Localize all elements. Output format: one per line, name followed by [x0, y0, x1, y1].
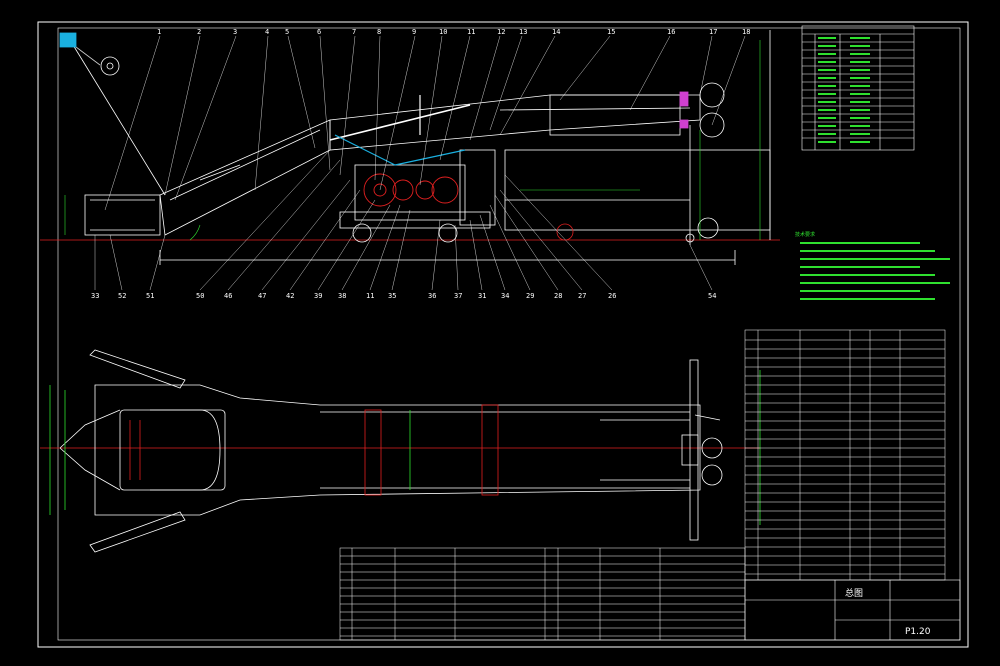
callout-bottom: 50 [196, 292, 204, 300]
dimension-lines [64, 40, 761, 241]
callout-bottom: 47 [258, 292, 266, 300]
callout-top: 5 [285, 28, 289, 36]
technical-notes: 技术要求 [795, 231, 950, 300]
parts-list-bottom [339, 547, 746, 641]
callout-top: 7 [352, 28, 356, 36]
callout-top: 4 [265, 28, 269, 36]
callout-top: 16 [667, 28, 675, 36]
callouts-bottom: 33 52 51 50 46 47 42 39 38 11 35 36 37 31 34 29 28 27 26 54 [91, 292, 716, 300]
tech-notes-heading: 技术要求 [795, 231, 815, 238]
callout-bottom: 39 [314, 292, 322, 300]
callout-bottom: 37 [454, 292, 462, 300]
callout-bottom: 26 [608, 292, 616, 300]
callout-top: 18 [742, 28, 750, 36]
callout-bottom: 27 [578, 292, 586, 300]
side-elevation [59, 30, 771, 265]
parts-list-right [744, 329, 946, 581]
callout-top: 9 [412, 28, 416, 36]
plan-view [49, 349, 761, 553]
callout-bottom: 52 [118, 292, 126, 300]
callout-top: 10 [439, 28, 447, 36]
callout-top: 15 [607, 28, 615, 36]
callout-bottom: 33 [91, 292, 99, 300]
callout-bottom: 31 [478, 292, 486, 300]
title-block [744, 579, 961, 641]
callout-top: 14 [552, 28, 560, 36]
callout-bottom: 11 [366, 292, 374, 300]
callout-bottom: 35 [388, 292, 396, 300]
hoist-link [334, 134, 466, 166]
gear-train [363, 173, 459, 207]
callout-bottom: 38 [338, 292, 346, 300]
callout-bottom: 51 [146, 292, 154, 300]
spec-table [801, 25, 915, 151]
outer-frame [37, 21, 969, 648]
callout-bottom: 46 [224, 292, 232, 300]
callout-top: 11 [467, 28, 475, 36]
callout-bottom: 34 [501, 292, 509, 300]
callout-top: 1 [157, 28, 161, 36]
callout-top: 17 [709, 28, 717, 36]
plan-red-marks [129, 404, 499, 496]
leader-lines-top [104, 35, 746, 211]
callout-top: 2 [197, 28, 201, 36]
callout-top: 8 [377, 28, 381, 36]
spec-table-text [818, 37, 870, 143]
drawing-name: 总图 [845, 587, 863, 599]
callout-bottom: 29 [526, 292, 534, 300]
callout-bottom: 36 [428, 292, 436, 300]
callout-bottom: 28 [554, 292, 562, 300]
callout-bottom: 54 [708, 292, 716, 300]
callout-top: 12 [497, 28, 505, 36]
callout-top: 6 [317, 28, 321, 36]
callout-bottom: 42 [286, 292, 294, 300]
callout-top: 13 [519, 28, 527, 36]
callout-top: 3 [233, 28, 237, 36]
leader-lines-bottom [94, 149, 713, 291]
drawing-scale: P1.20 [905, 627, 931, 637]
